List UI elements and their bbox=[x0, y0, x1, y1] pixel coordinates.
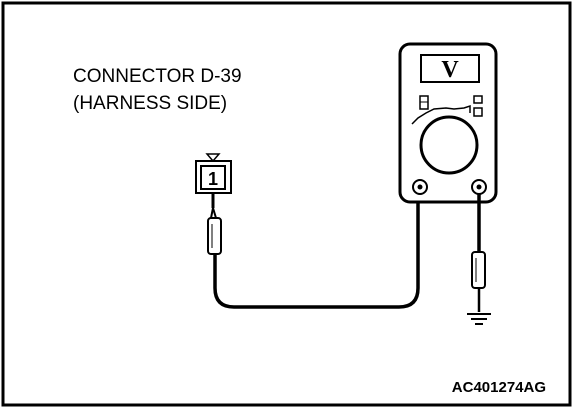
figure-code: AC401274AG bbox=[452, 379, 546, 396]
voltmeter-button-right-top bbox=[473, 95, 483, 104]
voltmeter-dial-scale bbox=[411, 104, 471, 125]
ground-probe bbox=[471, 251, 486, 312]
connector-lock-mark bbox=[205, 153, 221, 163]
voltmeter-icon: V bbox=[398, 42, 498, 204]
voltmeter-display bbox=[420, 54, 480, 83]
connector-pin-number: 1 bbox=[208, 169, 218, 189]
connector-label-line2: (HARNESS SIDE) bbox=[73, 93, 227, 114]
connector-label-line1: CONNECTOR D-39 bbox=[73, 66, 242, 87]
connector-icon: 1 bbox=[195, 153, 232, 194]
connector-pin-box bbox=[200, 165, 226, 190]
voltmeter-dial bbox=[419, 115, 479, 175]
probe-lead-wire bbox=[213, 188, 420, 309]
probe-handle bbox=[207, 217, 222, 255]
probe-icon bbox=[207, 193, 222, 255]
voltmeter-mode-label: V bbox=[441, 57, 459, 83]
ground-icon bbox=[467, 313, 491, 325]
voltmeter-button-right-bottom bbox=[473, 107, 483, 117]
